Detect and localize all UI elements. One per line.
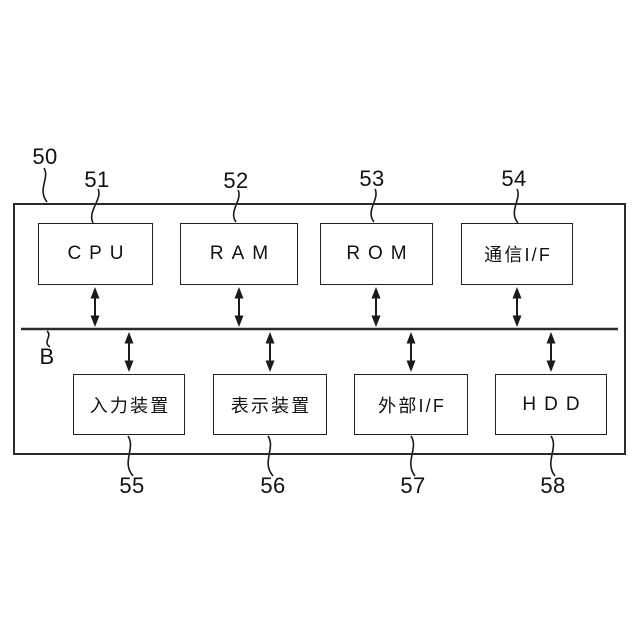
leader-line-54 xyxy=(513,188,519,224)
ref-numeral-51: 51 xyxy=(84,167,110,192)
box-communication-if: 通信I/F xyxy=(461,223,573,285)
leader-line-58 xyxy=(550,435,556,477)
box-display-device-label: 表示装置 xyxy=(230,395,312,416)
ref-numeral-56: 56 xyxy=(260,473,286,498)
box-hdd-label: HDD xyxy=(522,393,588,415)
leader-line-57 xyxy=(410,435,416,477)
leader-line-55 xyxy=(127,435,134,477)
box-communication-if-label: 通信I/F xyxy=(484,245,552,265)
box-ram-label: RAM xyxy=(209,243,277,264)
box-external-if: 外部I/F xyxy=(354,374,468,435)
ref-numeral-57: 57 xyxy=(400,473,426,498)
ref-numeral-53: 53 xyxy=(359,166,385,191)
ref-numeral-54: 54 xyxy=(501,166,527,191)
ref-numeral-55: 55 xyxy=(119,473,145,498)
box-rom-label: ROM xyxy=(346,243,415,264)
box-input-device-label: 入力装置 xyxy=(89,395,171,416)
leader-line-51 xyxy=(90,188,100,224)
box-external-if-label: 外部I/F xyxy=(378,395,446,416)
box-cpu: CPU xyxy=(38,223,153,285)
box-input-device: 入力装置 xyxy=(73,374,185,435)
leader-line-b xyxy=(46,330,51,348)
box-ram: RAM xyxy=(180,223,298,285)
leader-line-56 xyxy=(267,435,274,477)
system-boundary-box xyxy=(13,203,626,455)
ref-label-bus: B xyxy=(39,344,55,369)
box-cpu-label: CPU xyxy=(67,243,132,264)
ref-numeral-50: 50 xyxy=(32,144,58,169)
ref-numeral-58: 58 xyxy=(540,473,566,498)
leader-line-53 xyxy=(370,188,377,223)
box-rom: ROM xyxy=(320,223,433,285)
box-hdd: HDD xyxy=(495,374,607,435)
ref-numeral-52: 52 xyxy=(223,168,249,193)
box-display-device: 表示装置 xyxy=(213,374,327,435)
leader-line-50 xyxy=(42,167,48,203)
leader-line-52 xyxy=(232,189,240,223)
